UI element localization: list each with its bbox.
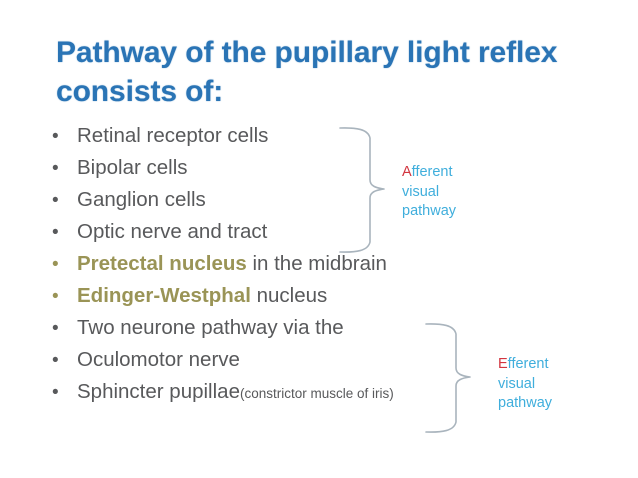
bullet-marker: •: [52, 286, 59, 307]
curly-brace-afferent-icon: [339, 127, 385, 253]
bullet-marker: •: [52, 382, 59, 403]
annotation-afferent: Afferent visual pathway: [402, 163, 456, 222]
annotation-afferent-word: fferent: [411, 164, 453, 180]
bullet-marker: •: [52, 350, 59, 371]
annotation-efferent: Efferent visual pathway: [498, 355, 552, 414]
list-item-label: Sphincter pupillae(constrictor muscle of…: [77, 380, 394, 403]
list-item-label: Optic nerve and tract: [77, 220, 268, 243]
list-item-label: Pretectal nucleus in the midbrain: [77, 252, 387, 275]
curly-brace-efferent-icon: [425, 323, 471, 433]
bullet-marker: •: [52, 318, 59, 339]
list-item-label: Ganglion cells: [77, 188, 206, 211]
list-item-suffix: in the midbrain: [246, 252, 387, 275]
list-item-label: Oculomotor nerve: [77, 348, 240, 371]
list-item-term: Sphincter pupillae: [77, 380, 240, 403]
emphasis-term: Pretectal nucleus: [77, 252, 247, 275]
bullet-list: • Retinal receptor cells • Bipolar cells…: [52, 124, 472, 414]
annotation-afferent-initial: A: [402, 164, 412, 180]
list-item-label: Bipolar cells: [77, 156, 188, 179]
annotation-efferent-line2: visual: [498, 375, 536, 392]
bullet-marker: •: [52, 158, 59, 179]
list-item: • Sphincter pupillae(constrictor muscle …: [52, 380, 472, 414]
bullet-marker: •: [52, 126, 59, 147]
list-item-label: Two neurone pathway via the: [77, 316, 344, 339]
list-item-suffix: nucleus: [250, 284, 328, 307]
annotation-efferent-line3: pathway: [498, 395, 553, 412]
bullet-marker: •: [52, 190, 59, 211]
list-item: • Optic nerve and tract: [52, 220, 472, 254]
bullet-marker: •: [52, 254, 59, 275]
list-item-label: Retinal receptor cells: [77, 124, 269, 147]
annotation-afferent-line2: visual: [402, 183, 440, 200]
list-item: • Retinal receptor cells: [52, 124, 472, 158]
list-item: • Edinger-Westphal nucleus: [52, 284, 472, 318]
annotation-afferent-line3: pathway: [402, 203, 457, 220]
list-item: • Bipolar cells: [52, 156, 472, 190]
page-title: Pathway of the pupillary light reflex co…: [56, 36, 558, 108]
list-item: • Two neurone pathway via the: [52, 316, 472, 350]
annotation-efferent-line1: Efferent: [498, 355, 552, 375]
list-item: • Oculomotor nerve: [52, 348, 472, 382]
list-item: • Pretectal nucleus in the midbrain: [52, 252, 472, 286]
list-item-label: Edinger-Westphal nucleus: [77, 284, 328, 307]
annotation-afferent-line1: Afferent: [402, 163, 456, 183]
bullet-marker: •: [52, 222, 59, 243]
list-item-note: (constrictor muscle of iris): [239, 386, 394, 401]
emphasis-term: Edinger-Westphal: [77, 284, 251, 307]
annotation-efferent-initial: E: [498, 356, 508, 372]
list-item: • Ganglion cells: [52, 188, 472, 222]
annotation-efferent-word: fferent: [507, 356, 549, 372]
